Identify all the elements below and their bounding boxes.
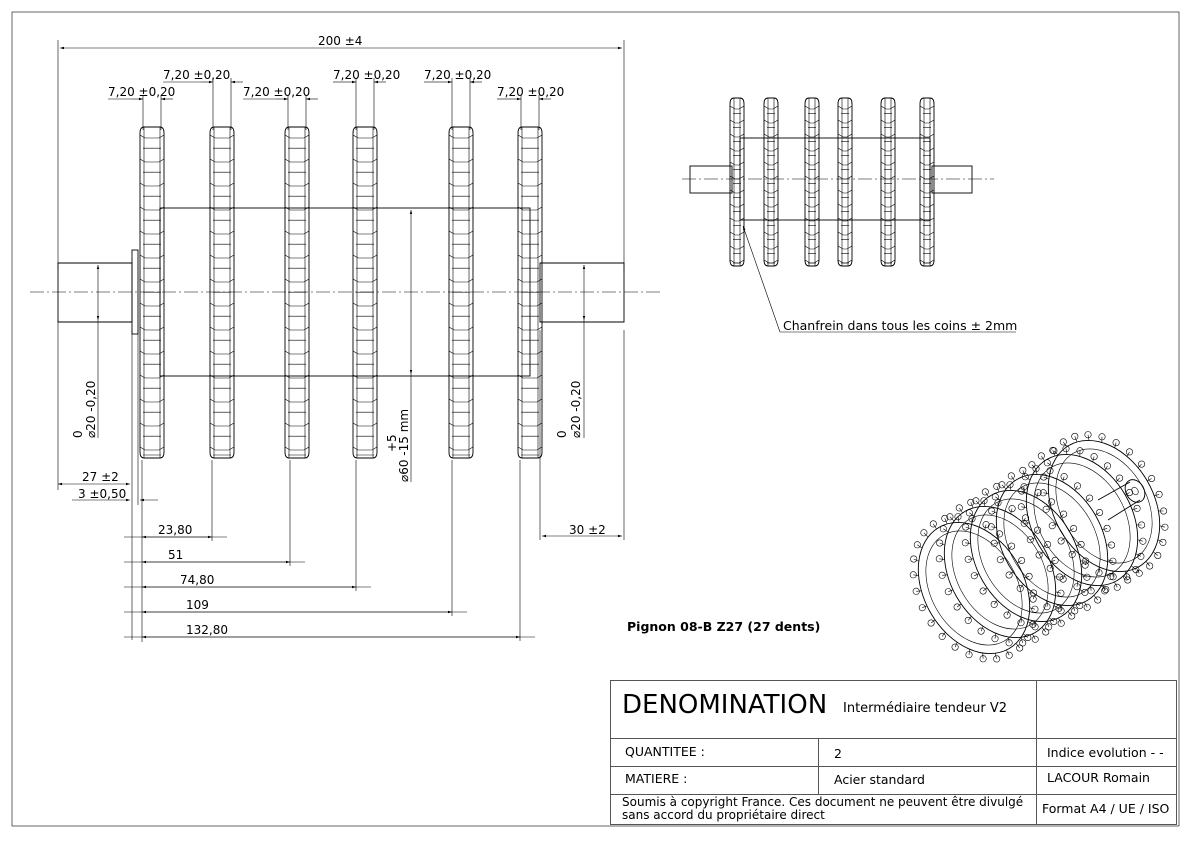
sprocket-front-4 [353,127,377,458]
dim-sprocket-width-6: 7,20 ±0,20 [497,85,564,99]
front-view [30,127,662,458]
top-right-shaft [932,166,972,193]
dim-right-shaft-diameter: ⌀20 -0,20 [569,381,583,438]
denomination-label: DENOMINATION [622,690,827,720]
right-shaft [540,263,624,322]
sprocket-front-1 [140,127,164,458]
sprocket-front-2 [210,127,234,458]
dim-tube-diameter: ⌀60 -15 mm [397,409,411,482]
author: LACOUR Romain [1047,770,1150,785]
quantity-value: 2 [834,746,842,761]
left-shaft [58,263,132,322]
revision-index: Indice evolution - - [1047,745,1164,760]
dim-position-4: 109 [186,598,209,612]
dim-sprocket-width-2: 7,20 ±0,20 [163,68,230,82]
iso-sprocket-5 [1004,434,1161,605]
dim-collar: 3 ±0,50 [78,487,126,501]
dim-sprocket-width-1: 7,20 ±0,20 [108,85,175,99]
sprocket-front-6 [518,127,542,458]
dim-sprocket-width-5: 7,20 ±0,20 [424,68,491,82]
dim-sprocket-width-3: 7,20 ±0,20 [243,85,310,99]
isometric-sprockets [896,420,1183,673]
dim-position-1: 23,80 [158,523,192,537]
format: Format A4 / UE / ISO [1042,801,1169,816]
dim-left-shaft-diameter: ⌀20 -0,20 [84,381,98,438]
dim-shaft-right-length: 30 ±2 [569,523,606,537]
material-value: Acier standard [834,772,925,787]
iso-shaft-end [1121,476,1149,506]
dim-sprocket-width-4: 7,20 ±0,20 [333,68,400,82]
isometric-view [896,420,1183,673]
top-left-shaft [690,166,732,193]
dim-overall-length: 200 ±4 [318,34,362,48]
sprocket-top-4 [838,98,852,266]
dimension-lines: 200 ±4 7,20 ±0,20 7,20 ±0,20 7,20 ±0,20 7,2… [58,34,624,642]
dim-right-shaft-tol: 0 [555,430,569,438]
chamfer-note: Chanfrein dans tous les coins ± 2mm [783,318,1017,333]
dim-position-2: 51 [168,548,183,562]
sprockets-top [730,98,934,266]
dim-position-3: 74,80 [180,573,214,587]
quantity-label: QUANTITEE : [625,744,705,759]
sprocket-top-5 [881,98,895,266]
sprockets-front [140,127,542,458]
denomination-value: Intermédiaire tendeur V2 [843,701,1007,716]
dim-position-5: 132,80 [186,623,228,637]
part-note: Pignon 08-B Z27 (27 dents) [627,619,820,634]
top-view: Chanfrein dans tous les coins ± 2mm [682,98,1017,333]
sprocket-top-3 [805,98,819,266]
sprocket-top-2 [764,98,778,266]
sprocket-front-3 [285,127,309,458]
dim-shaft-left-length: 27 ±2 [82,470,119,484]
sprocket-front-5 [449,127,473,458]
copyright-notice: Soumis à copyright France. Ces document … [622,796,1032,821]
dim-left-shaft-tol: 0 [71,430,85,438]
material-label: MATIERE : [625,771,687,786]
